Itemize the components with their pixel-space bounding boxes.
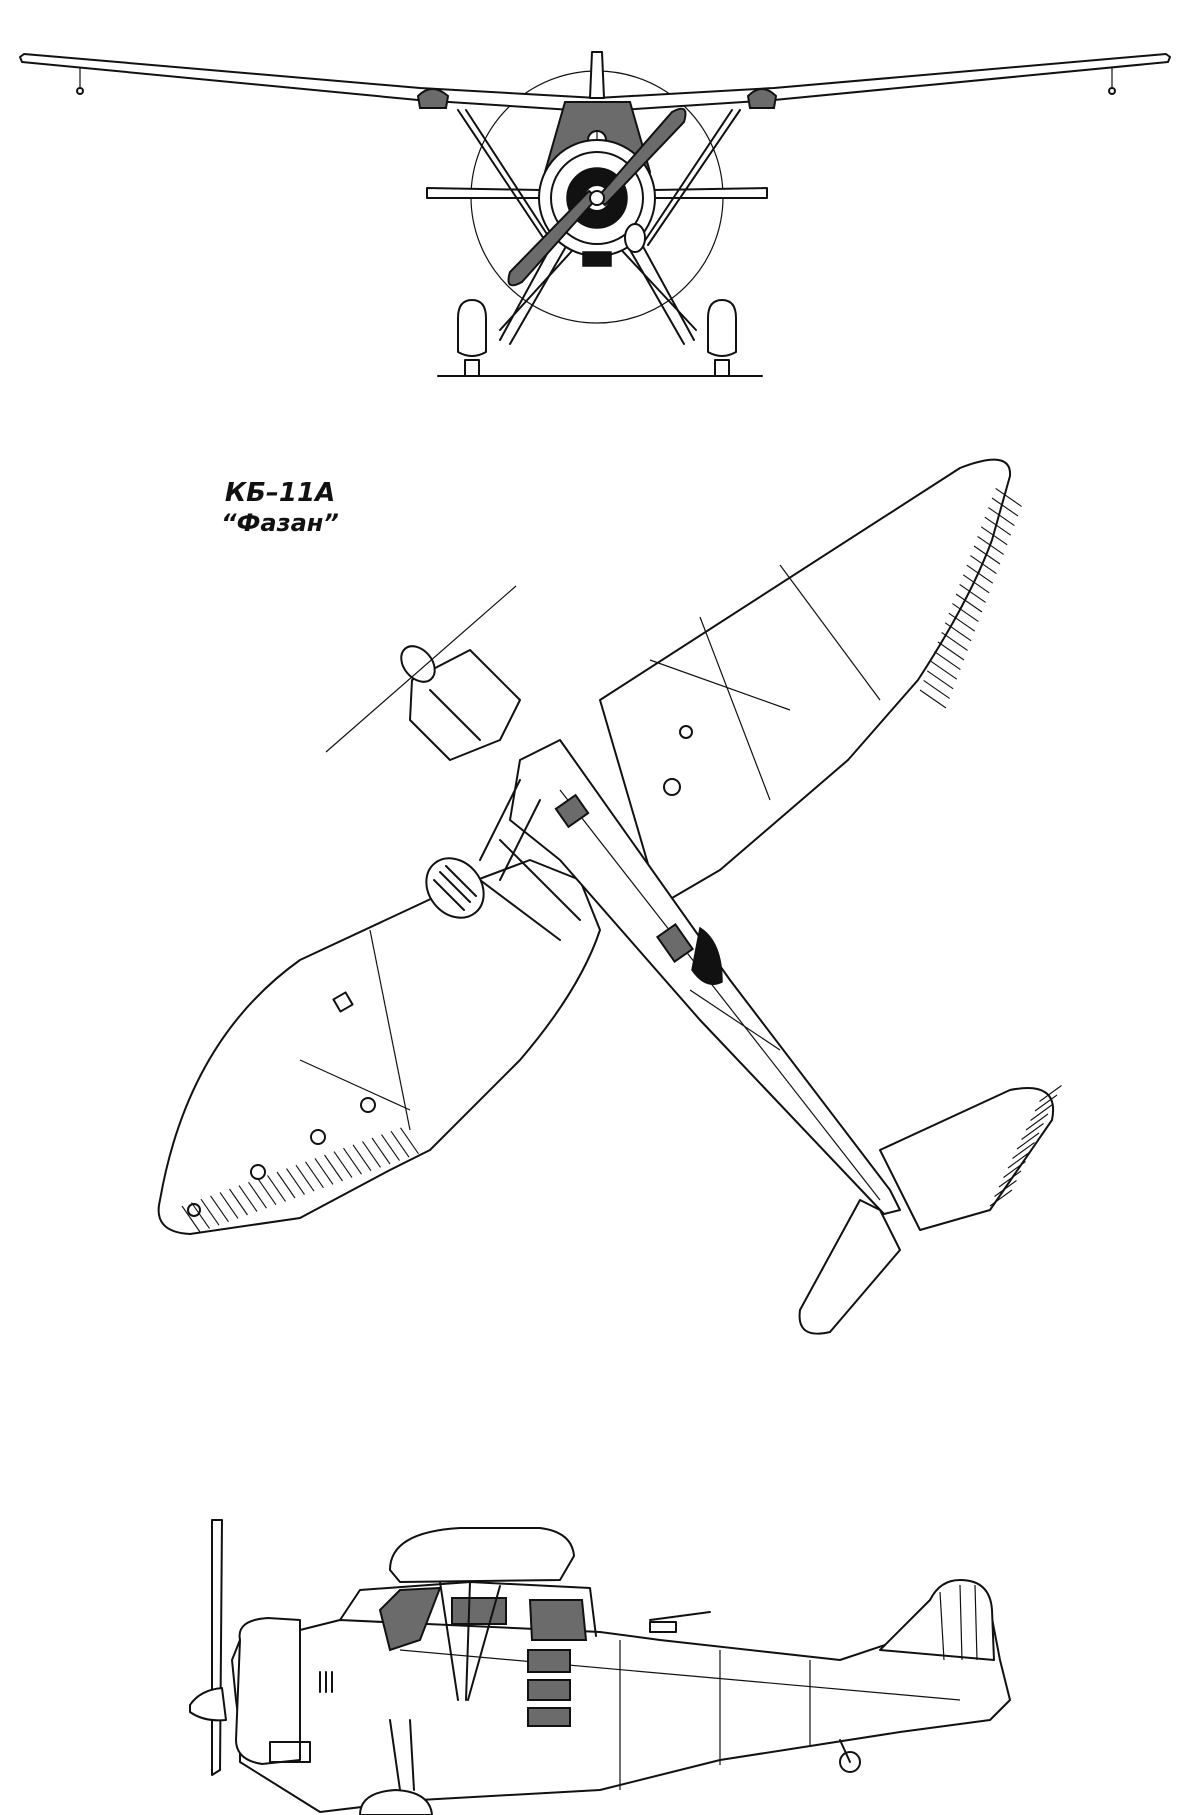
hatch-line (314, 1158, 334, 1185)
side-view (189, 1519, 1011, 1815)
hatch-line (923, 679, 950, 699)
hatch-line (1039, 1085, 1062, 1102)
right-wing-panel (599, 458, 1012, 906)
hatch-line (934, 651, 961, 671)
cabin-window-3 (528, 1599, 588, 1641)
hatch-line (926, 670, 954, 690)
hatch-line (952, 603, 979, 623)
main-gear-leg (389, 1719, 415, 1791)
hatch-line (352, 1144, 372, 1172)
rear-gun (649, 1611, 711, 1621)
hatch-line (267, 1175, 286, 1202)
hatch-line (1003, 1161, 1026, 1178)
hatch-line (995, 487, 1022, 507)
hatch-line (937, 641, 965, 661)
hatch-line (994, 1180, 1017, 1197)
hatch-line (381, 1134, 400, 1161)
hatch-line (257, 1178, 277, 1206)
hatch-line (930, 660, 958, 680)
front-tailplane-right (653, 187, 768, 199)
prop-line-top (325, 585, 517, 753)
left-wing-root (416, 88, 450, 109)
right-aileron (919, 487, 1022, 709)
hatch-line (191, 1202, 210, 1229)
hatch-line (219, 1192, 239, 1219)
hatch-line (1021, 1123, 1044, 1140)
aircraft-designation: КБ–11А (224, 478, 336, 508)
hatch-line (333, 1151, 353, 1178)
cockpit-canopy-dark (691, 926, 723, 985)
aircraft-name: “Фазан” (221, 509, 339, 538)
hatch-line (1025, 1113, 1049, 1131)
left-wheel-spat (457, 299, 487, 357)
hatch-line (919, 689, 947, 709)
tailplane-left (798, 1199, 901, 1335)
gear-struts-top (479, 779, 581, 941)
hatch-line (962, 574, 990, 594)
hatch-line (1034, 1094, 1058, 1112)
side-fin (879, 1579, 995, 1661)
top-view (157, 458, 1062, 1335)
hatch-line (371, 1137, 391, 1165)
side-upper-wing (389, 1527, 575, 1583)
hatch-line (973, 545, 1001, 565)
hatch-line (948, 612, 976, 632)
hatch-line (955, 593, 983, 613)
front-fin (589, 51, 605, 99)
right-gear-leg (621, 229, 695, 345)
hatch-line (229, 1188, 248, 1216)
cabin-window-2 (451, 1597, 507, 1625)
hatch-line (941, 631, 968, 651)
hatch-line (276, 1171, 296, 1199)
hatch-line (944, 622, 972, 642)
engine-top (409, 649, 521, 761)
hatch-line (200, 1198, 220, 1226)
spinner-top (400, 645, 436, 683)
hatch-line (390, 1130, 410, 1158)
drawing-caption: КБ–11А “Фазан” (160, 478, 400, 538)
hatch-line (343, 1147, 362, 1175)
side-spinner (189, 1687, 227, 1722)
hatch-line (286, 1168, 305, 1195)
tailplane-right (879, 1087, 1055, 1231)
hatch-line (181, 1205, 201, 1233)
hatch-line (305, 1161, 324, 1189)
right-wheel-spat (707, 299, 737, 357)
hatch-line (1030, 1104, 1053, 1121)
hatch-line (324, 1154, 343, 1182)
propeller-spinner (589, 190, 605, 206)
hatch-line (1016, 1132, 1040, 1150)
hatch-line (1007, 1151, 1031, 1169)
propeller-blade-upper (595, 107, 687, 207)
hatch-line (966, 564, 994, 584)
hatch-line (991, 497, 1019, 517)
hatch-line (1012, 1142, 1035, 1159)
hatch-line (989, 1189, 1013, 1207)
cabin-window-1 (378, 1586, 442, 1652)
hatch-line (984, 516, 1012, 536)
hatch-line (238, 1185, 258, 1212)
hatch-line (210, 1195, 229, 1223)
side-struts (439, 1581, 501, 1701)
left-aileron (181, 1127, 419, 1233)
hatch-line (362, 1141, 381, 1168)
hatch-line (970, 555, 997, 575)
right-wing-root (746, 88, 778, 109)
hatch-line (998, 1170, 1022, 1188)
hatch-line (977, 535, 1004, 555)
front-view (19, 51, 1171, 377)
side-engine-cowling (235, 1617, 301, 1765)
hatch-line (988, 507, 1015, 527)
hatch-line (400, 1127, 419, 1155)
propeller-blade-lower (507, 189, 599, 287)
side-propeller (211, 1519, 223, 1776)
left-wing-panel (157, 859, 601, 1235)
elevators (989, 1085, 1062, 1207)
main-wheel-spat (359, 1789, 433, 1815)
hatch-line (959, 583, 986, 603)
hatch-line (980, 526, 1008, 546)
hatch-line (248, 1181, 267, 1209)
hatch-line (295, 1164, 315, 1192)
